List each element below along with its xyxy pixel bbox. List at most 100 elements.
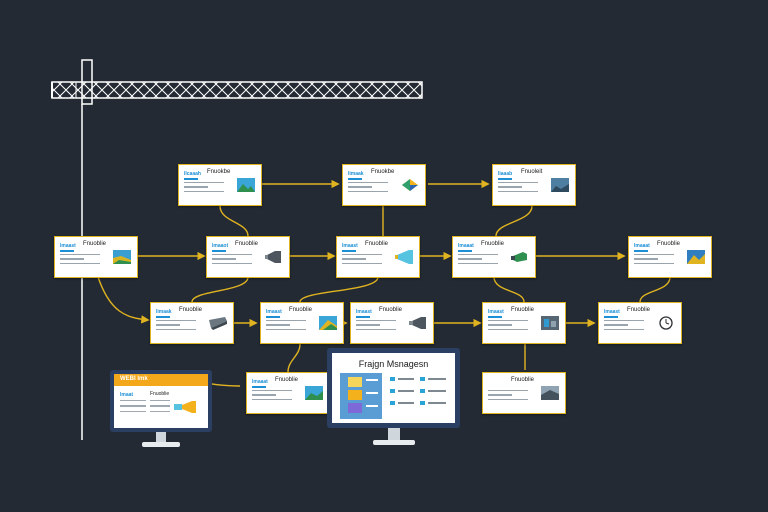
connector — [299, 276, 379, 303]
process-card[interactable]: Fnuoblie — [482, 372, 566, 414]
card-chip: Iimaak — [348, 171, 364, 177]
sidebar-line — [366, 392, 378, 394]
process-card[interactable]: Imaast Fnuoblie — [482, 302, 566, 344]
chart-icon — [319, 316, 337, 330]
text-lines — [212, 254, 252, 267]
funnel-icon — [395, 250, 413, 264]
process-card[interactable]: Imaast Fnuoblie — [350, 302, 434, 344]
card-chip: Imaaot — [212, 243, 229, 249]
task-icon — [390, 377, 395, 381]
process-card[interactable]: Imaaat Fnuoblie — [628, 236, 712, 278]
chip-underline — [604, 316, 618, 318]
card-chip: Iiaaab — [498, 171, 513, 177]
connector — [495, 205, 533, 237]
task-icon — [390, 389, 395, 393]
card-chip: Imaast — [604, 309, 620, 315]
card-title: Fnuokbe — [207, 169, 231, 175]
chip-underline — [266, 316, 280, 318]
note-icon — [348, 390, 362, 400]
chart-icon — [541, 316, 559, 330]
screen-chip: Imaat — [120, 392, 134, 398]
card-title: Fnuoblie — [481, 241, 505, 247]
center-monitor: Frajgn Msnagesn — [327, 348, 460, 448]
monitor-foot — [142, 442, 180, 447]
chip-underline — [60, 250, 74, 252]
monitor-screen: Frajgn Msnagesn — [327, 348, 460, 428]
process-card[interactable]: Imaast Fnuoblie — [336, 236, 420, 278]
card-title: Fnuoblie — [275, 377, 299, 383]
chip-underline — [498, 178, 512, 180]
card-title: Fnuoblie — [627, 307, 651, 313]
cube-icon — [402, 179, 418, 191]
note-icon — [348, 403, 362, 413]
card-chip: Imaaat — [634, 243, 650, 249]
funnel-icon — [265, 251, 281, 263]
monitor-neck — [388, 428, 400, 440]
chip-underline — [212, 250, 226, 252]
text-lines — [488, 320, 528, 333]
connector — [191, 276, 249, 303]
landscape-icon — [237, 178, 255, 192]
process-card[interactable]: Imaaot Fnuoblie — [206, 236, 290, 278]
connector — [97, 276, 150, 324]
process-card[interactable]: Ilcaaah Fnuokbe — [178, 164, 262, 206]
process-card[interactable]: Imaast Fnuoblie — [54, 236, 138, 278]
chip-underline — [342, 250, 356, 252]
text-lines — [60, 254, 100, 267]
clock-icon — [659, 316, 673, 330]
text-lines — [342, 254, 382, 267]
connector — [287, 343, 301, 373]
process-card[interactable]: Iimaak Fnuokbe — [342, 164, 426, 206]
card-chip: Imaast — [60, 243, 76, 249]
text-lines — [348, 182, 388, 195]
text-lines — [266, 320, 306, 333]
process-card[interactable]: Iiaaab Fnuoleit — [492, 164, 576, 206]
text-lines — [634, 254, 674, 267]
chip-underline — [356, 316, 370, 318]
task-row — [390, 387, 450, 399]
card-title: Fnuoblie — [235, 241, 259, 247]
card-chip: Ilcaaah — [184, 171, 201, 177]
sidebar-panel — [340, 373, 382, 419]
sidebar-line — [366, 405, 378, 407]
funnel-icon — [409, 317, 426, 329]
chip-underline — [458, 250, 472, 252]
card-chip: Imaaat — [458, 243, 474, 249]
landscape-icon — [113, 250, 131, 264]
chart-icon — [305, 386, 323, 400]
chip-underline — [488, 316, 502, 318]
task-line — [398, 378, 414, 380]
chip-underline — [634, 250, 648, 252]
connector — [493, 276, 525, 303]
process-card[interactable]: Imaast Fnuoblie — [260, 302, 344, 344]
connector — [639, 276, 671, 303]
card-title: Fnuoblie — [511, 377, 535, 383]
sidebar-line — [366, 379, 378, 381]
process-card[interactable]: Imaaat Fnuoblie — [452, 236, 536, 278]
chip-underline — [156, 316, 170, 318]
task-row — [390, 375, 450, 387]
monitor-neck — [156, 432, 166, 442]
card-title: Fnuoblie — [657, 241, 681, 247]
process-card[interactable]: Imaaat Fnuoblie — [246, 372, 330, 414]
screen-header-text: WEBI Imk — [120, 376, 148, 382]
card-title: Fnuokbe — [371, 169, 395, 175]
card-title: Fnuoblie — [289, 307, 313, 313]
card-chip: Imaast — [488, 309, 504, 315]
text-lines — [498, 182, 538, 195]
note-icon — [348, 377, 362, 387]
funnel-icon — [209, 317, 227, 330]
card-chip: Imaaat — [252, 379, 268, 385]
card-chip: Imaast — [266, 309, 282, 315]
task-list — [390, 375, 450, 411]
process-card[interactable]: Imaast Fnuoblie — [598, 302, 682, 344]
left-monitor: WEBI Imk Imaat Fnuoblie — [110, 370, 212, 450]
process-card[interactable]: Iimaak Fnuoblie — [150, 302, 234, 344]
text-lines — [604, 320, 644, 333]
card-chip: Imaast — [356, 309, 372, 315]
monitor-screen: WEBI Imk Imaat Fnuoblie — [110, 370, 212, 432]
card-title: Fnuoblie — [179, 307, 203, 313]
task-icon — [390, 401, 395, 405]
